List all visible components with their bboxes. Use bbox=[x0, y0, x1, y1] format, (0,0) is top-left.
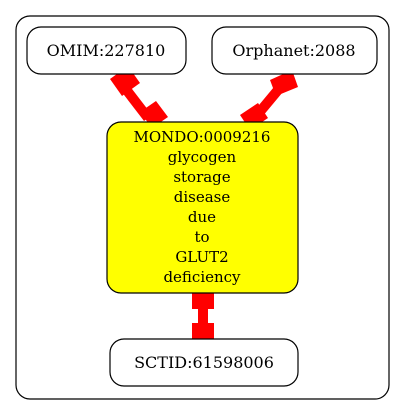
node-orphanet-label: Orphanet:2088 bbox=[232, 41, 355, 60]
node-mondo-line: storage bbox=[173, 168, 230, 186]
node-mondo-line: glycogen bbox=[168, 148, 237, 166]
node-mondo-line: MONDO:0009216 bbox=[134, 128, 271, 146]
edge-omim-mondo bbox=[110, 66, 168, 128]
node-sctid[interactable]: SCTID:61598006 bbox=[109, 338, 299, 387]
node-mondo[interactable]: MONDO:0009216 glycogen storage disease d… bbox=[106, 121, 299, 294]
node-sctid-label: SCTID:61598006 bbox=[134, 353, 274, 372]
node-mondo-line: GLUT2 bbox=[175, 248, 228, 266]
node-omim-label: OMIM:227810 bbox=[47, 41, 166, 60]
node-mondo-line: disease bbox=[174, 188, 231, 206]
node-mondo-line: due bbox=[188, 208, 216, 226]
node-orphanet[interactable]: Orphanet:2088 bbox=[211, 26, 378, 75]
node-omim[interactable]: OMIM:227810 bbox=[26, 26, 187, 75]
node-mondo-line: to bbox=[194, 228, 209, 246]
node-mondo-line: deficiency bbox=[163, 268, 241, 286]
